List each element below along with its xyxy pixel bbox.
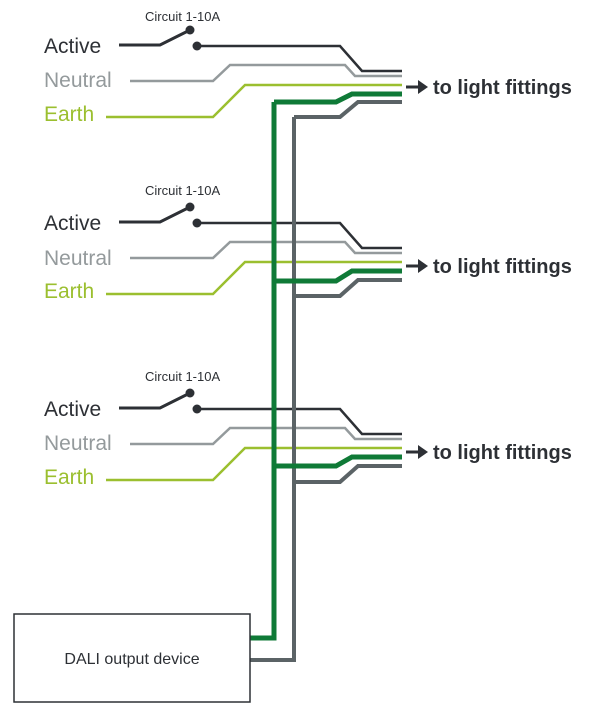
circuit-breaker-switch-icon bbox=[119, 25, 202, 51]
dali-negative-branch bbox=[294, 464, 402, 484]
dali-positive-branch bbox=[274, 268, 402, 284]
device-label: DALI output device bbox=[64, 651, 199, 668]
breaker-label: Circuit 1-10A bbox=[145, 183, 220, 198]
destination-label: to light fittings bbox=[433, 256, 572, 278]
active-wire bbox=[197, 407, 402, 436]
circuit-group-1: Circuit 1-10A Active Neutral Earth to li… bbox=[44, 9, 572, 126]
active-wire bbox=[197, 221, 402, 250]
earth-label: Earth bbox=[44, 103, 94, 126]
dali-bus bbox=[250, 91, 402, 662]
arrow-right-icon bbox=[406, 445, 428, 459]
arrow-right-icon bbox=[406, 259, 428, 273]
dali-positive-trunk bbox=[250, 102, 277, 641]
device-box bbox=[13, 613, 251, 703]
breaker-label: Circuit 1-10A bbox=[145, 369, 220, 384]
dali-positive-branch bbox=[274, 91, 402, 105]
circuit-group-3: Circuit 1-10A Active Neutral Earth to li… bbox=[44, 369, 572, 489]
dali-output-device: DALI output device bbox=[13, 613, 251, 703]
arrow-right-icon bbox=[406, 80, 428, 94]
active-label: Active bbox=[44, 212, 101, 235]
neutral-label: Neutral bbox=[44, 69, 112, 92]
circuit-breaker-switch-icon bbox=[119, 388, 202, 414]
circuit-breaker-switch-icon bbox=[119, 202, 202, 228]
neutral-label: Neutral bbox=[44, 247, 112, 270]
breaker-label: Circuit 1-10A bbox=[145, 9, 220, 24]
dali-positive-branch bbox=[274, 454, 402, 469]
earth-wire bbox=[106, 260, 402, 296]
dali-negative-branch bbox=[294, 278, 402, 298]
destination-label: to light fittings bbox=[433, 442, 572, 464]
earth-label: Earth bbox=[44, 466, 94, 489]
earth-wire bbox=[106, 446, 402, 482]
earth-wire bbox=[106, 83, 402, 119]
neutral-label: Neutral bbox=[44, 432, 112, 455]
active-label: Active bbox=[44, 398, 101, 421]
neutral-wire bbox=[130, 426, 402, 446]
dali-negative-branch bbox=[294, 100, 402, 119]
circuit-group-2: Circuit 1-10A Active Neutral Earth to li… bbox=[44, 183, 572, 303]
earth-label: Earth bbox=[44, 280, 94, 303]
neutral-wire bbox=[130, 240, 402, 260]
active-wire bbox=[197, 44, 402, 73]
neutral-wire bbox=[130, 63, 402, 83]
active-label: Active bbox=[44, 35, 101, 58]
destination-label: to light fittings bbox=[433, 77, 572, 99]
